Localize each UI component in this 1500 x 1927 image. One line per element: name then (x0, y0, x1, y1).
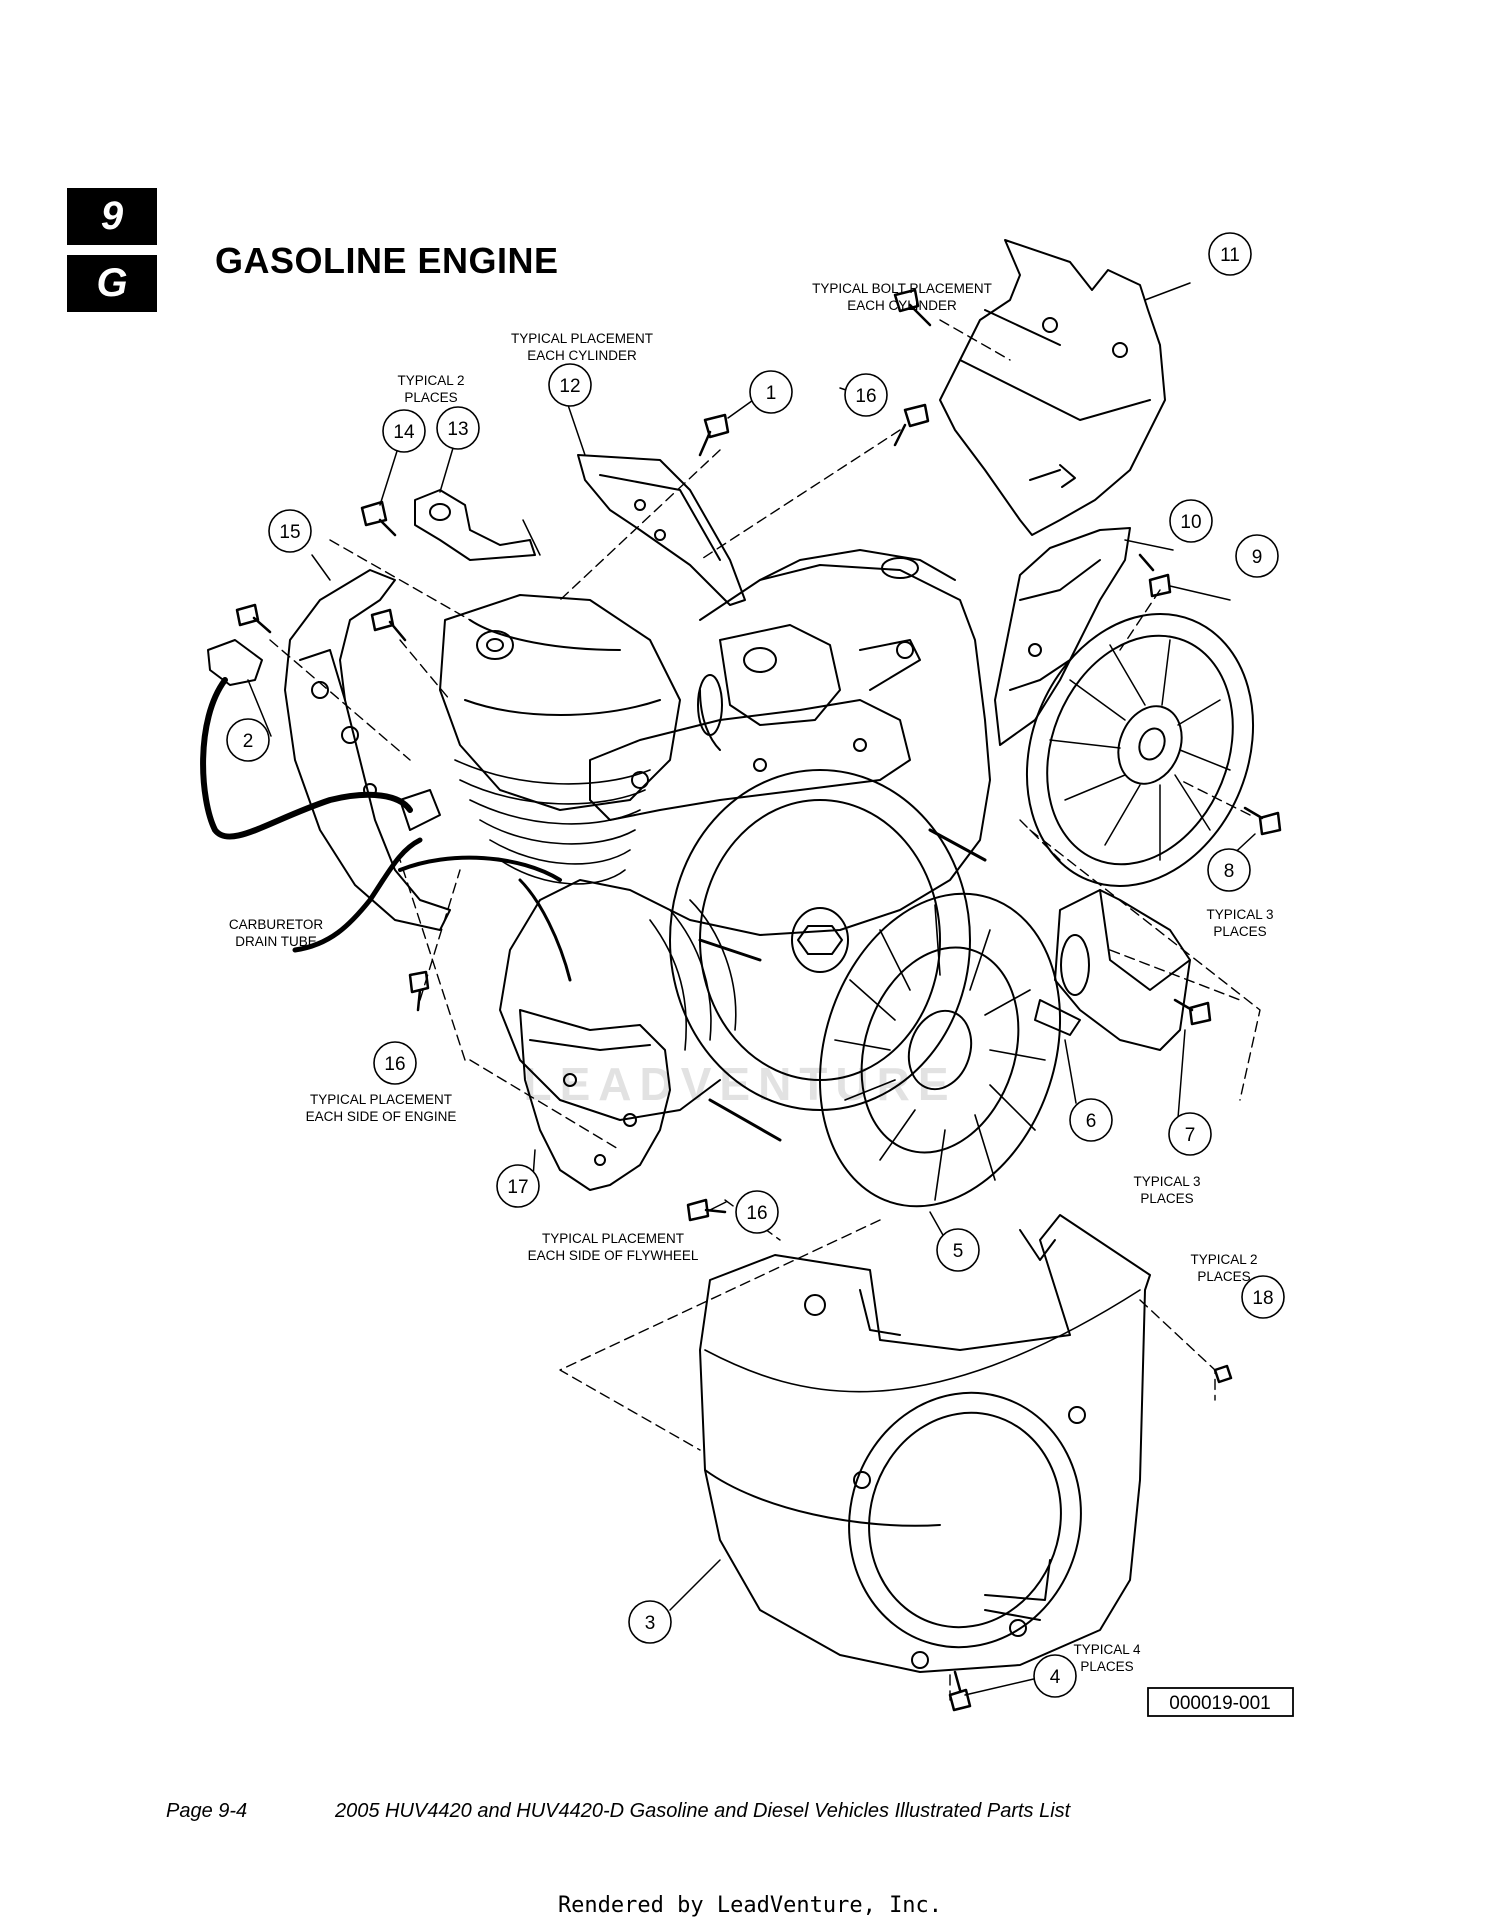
svg-text:6: 6 (1086, 1111, 1097, 1132)
callout-13: 13 (436, 406, 480, 450)
callout-2: 2 (226, 718, 270, 762)
drain-tube-part (292, 837, 423, 953)
section-letter-tab: G (67, 255, 157, 312)
note-typical-2b-2: PLACES (1197, 1269, 1250, 1284)
note-carburetor-2: DRAIN TUBE (235, 934, 317, 949)
flywheel-fan-part (818, 892, 1062, 1208)
page-title: GASOLINE ENGINE (215, 240, 559, 281)
svg-text:7: 7 (1185, 1125, 1196, 1146)
side-bracket-part (994, 527, 1131, 746)
note-placement-cylinder-1: TYPICAL PLACEMENT (511, 331, 653, 346)
note-typical-4-1: TYPICAL 4 (1073, 1642, 1141, 1657)
chapter-tab: 9 (67, 188, 157, 245)
svg-text:1: 1 (766, 383, 777, 404)
blower-housing-part (699, 1214, 1151, 1673)
note-typical-2b-1: TYPICAL 2 (1190, 1252, 1257, 1267)
svg-text:16: 16 (746, 1203, 767, 1224)
callout-4: 4 (1033, 1654, 1077, 1698)
fan-screen-part (1025, 613, 1255, 887)
footer-document-title: 2005 HUV4420 and HUV4420-D Gasoline and … (335, 1800, 1071, 1822)
callout-5: 5 (936, 1228, 980, 1272)
note-flywheel-2: EACH SIDE OF FLYWHEEL (528, 1248, 699, 1263)
svg-text:5: 5 (953, 1241, 964, 1262)
callout-17: 17 (496, 1164, 540, 1208)
spark-plug-wire-part (200, 639, 441, 840)
engine-block (398, 549, 991, 1142)
svg-text:15: 15 (279, 522, 300, 543)
note-typical-2-1: TYPICAL 2 (397, 373, 464, 388)
callout-3: 3 (628, 1600, 672, 1644)
fasteners (235, 288, 1282, 1712)
svg-text:13: 13 (447, 419, 468, 440)
note-typical-3a-2: PLACES (1213, 924, 1266, 939)
callout-15: 15 (268, 509, 312, 553)
svg-text:11: 11 (1220, 245, 1240, 266)
callout-11: 11 (1208, 232, 1252, 276)
note-side-engine-2: EACH SIDE OF ENGINE (306, 1109, 457, 1124)
note-placement-cylinder-2: EACH CYLINDER (527, 348, 637, 363)
note-bolt-placement-1: TYPICAL BOLT PLACEMENT (812, 281, 992, 296)
note-typical-2-2: PLACES (404, 390, 457, 405)
svg-text:4: 4 (1050, 1667, 1061, 1688)
svg-text:2: 2 (243, 731, 254, 752)
svg-text:3: 3 (645, 1613, 656, 1634)
figure-id: 000019-001 (1169, 1693, 1270, 1714)
callout-7: 7 (1168, 1112, 1212, 1156)
bracket-13-part (414, 489, 536, 561)
note-typical-3a-1: TYPICAL 3 (1206, 907, 1273, 922)
callout-8: 8 (1207, 848, 1251, 892)
leader-lines (247, 282, 1256, 1696)
callout-10: 10 (1169, 499, 1213, 543)
note-bolt-placement-2: EACH CYLINDER (847, 298, 957, 313)
note-carburetor-1: CARBURETOR (229, 917, 324, 932)
svg-text:14: 14 (393, 422, 415, 443)
side-baffle-part (519, 1009, 671, 1191)
svg-text:10: 10 (1180, 512, 1201, 533)
starter-cup-part (1034, 889, 1191, 1051)
callout-16-left: 16 (373, 1041, 417, 1085)
callout-16-top: 16 (844, 373, 888, 417)
note-side-engine-1: TYPICAL PLACEMENT (310, 1092, 452, 1107)
svg-text:12: 12 (559, 376, 580, 397)
note-flywheel-1: TYPICAL PLACEMENT (542, 1231, 684, 1246)
note-typical-3b-1: TYPICAL 3 (1133, 1174, 1200, 1189)
svg-text:18: 18 (1252, 1288, 1273, 1309)
callout-18: 18 (1241, 1275, 1285, 1319)
left-shroud-part (284, 569, 451, 931)
figure-id-box: 000019-001 (1147, 1687, 1294, 1717)
svg-text:8: 8 (1224, 861, 1235, 882)
svg-text:16: 16 (384, 1054, 405, 1075)
notes: TYPICAL BOLT PLACEMENT EACH CYLINDER TYP… (229, 281, 1274, 1674)
note-typical-4-2: PLACES (1080, 1659, 1133, 1674)
svg-text:17: 17 (507, 1177, 528, 1198)
callout-12: 12 (548, 363, 592, 407)
cylinder-baffle-part (577, 454, 746, 606)
upper-shroud-part (939, 239, 1166, 536)
callout-16-bottom: 16 (735, 1190, 779, 1234)
callout-6: 6 (1069, 1098, 1113, 1142)
callout-9: 9 (1235, 534, 1279, 578)
svg-text:9: 9 (1252, 547, 1263, 568)
footer-page-number: Page 9-4 (166, 1800, 248, 1822)
callouts: 1 2 3 4 5 6 7 8 9 10 11 12 13 14 15 16 1… (226, 232, 1285, 1698)
watermark-text: LEADVENTURE (523, 1058, 956, 1110)
rendered-by-credit: Rendered by LeadVenture, Inc. (557, 1893, 943, 1918)
note-typical-3b-2: PLACES (1140, 1191, 1193, 1206)
callout-1: 1 (749, 370, 793, 414)
svg-text:16: 16 (855, 386, 876, 407)
callout-14: 14 (382, 409, 426, 453)
